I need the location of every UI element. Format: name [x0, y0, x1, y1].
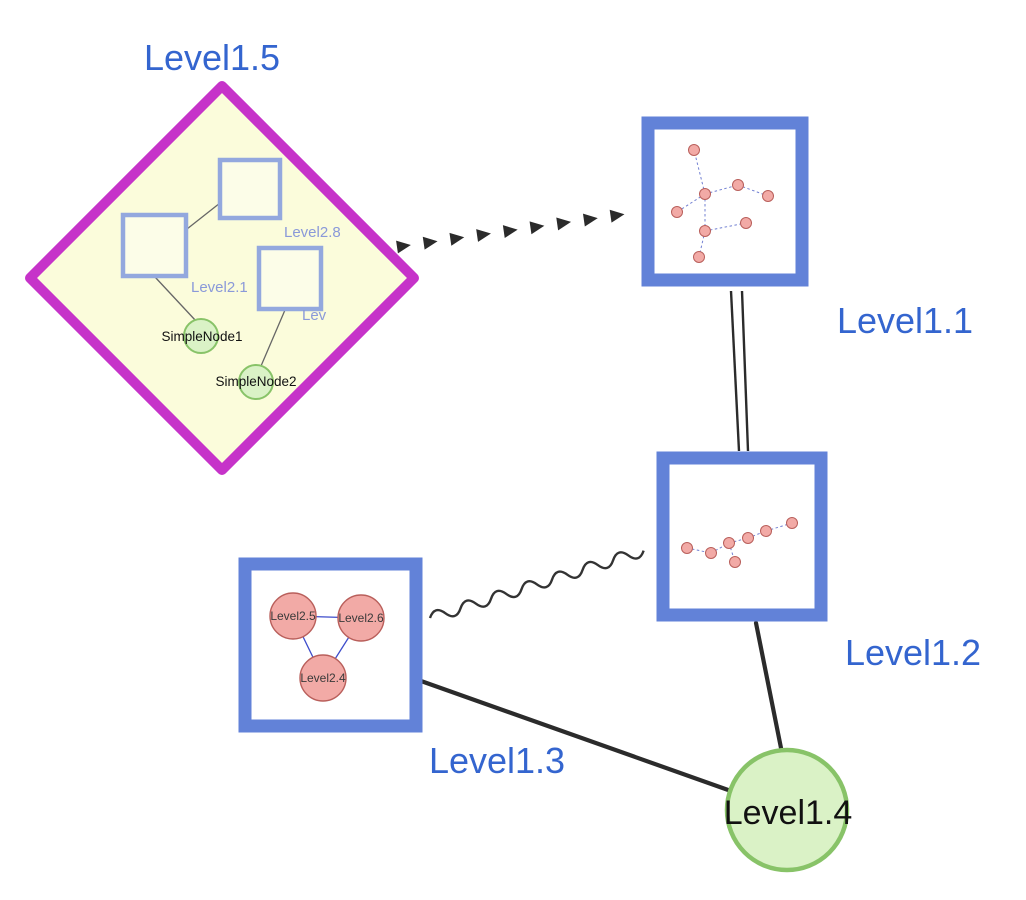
- node-level1-5: Level2.8 Level2.1 Lev SimpleNode1 Simple…: [25, 81, 419, 475]
- node-level2-6[interactable]: [337, 594, 385, 642]
- mini-node: [699, 225, 711, 237]
- inner-edge-square-left-simplenode1: [154, 276, 197, 322]
- edge-level15-level11[interactable]: [396, 207, 626, 254]
- mini-node: [699, 188, 711, 200]
- mini-node: [729, 556, 741, 568]
- inner-edge-square-left-square-top: [186, 202, 221, 230]
- node-level2-4[interactable]: [299, 654, 347, 702]
- mini-node: [693, 251, 705, 263]
- inner-edge-square-right-simplenode2: [260, 309, 286, 367]
- edge-level12-level14[interactable]: [753, 620, 785, 756]
- label-level1-3: Level1.3: [429, 740, 565, 781]
- node-level1-4[interactable]: [724, 747, 850, 873]
- node-level1-3: Level2.5 Level2.6 Level2.4: [238, 557, 423, 733]
- label-level1-2: Level1.2: [845, 632, 981, 673]
- mini-node: [705, 547, 717, 559]
- mini-node: [740, 217, 752, 229]
- level1-2-box[interactable]: [656, 451, 828, 622]
- node-level1-1: [641, 116, 809, 287]
- node-level1-2: [656, 451, 828, 622]
- level1-5-diamond-shape[interactable]: [25, 81, 419, 475]
- node-level2-right[interactable]: [256, 245, 324, 312]
- node-level2-8[interactable]: [217, 157, 283, 221]
- mini-node: [688, 144, 700, 156]
- level1-3-preview-graph: Level2.5 Level2.6 Level2.4: [269, 592, 385, 702]
- label-level2-8: Level2.8: [284, 224, 341, 241]
- level1-1-preview-graph: [671, 144, 774, 263]
- edge-level13-level14[interactable]: [418, 678, 734, 794]
- label-level2-4: Level2.4: [300, 671, 346, 685]
- mini-node: [681, 542, 693, 554]
- label-level2-6: Level2.6: [338, 611, 384, 625]
- label-level1-1: Level1.1: [837, 300, 973, 341]
- mini-node: [671, 206, 683, 218]
- node-level2-5[interactable]: [269, 592, 317, 640]
- label-simplenode2: SimpleNode2: [215, 374, 296, 389]
- mini-node: [732, 179, 744, 191]
- node-level2-1[interactable]: [120, 212, 189, 279]
- node-simplenode1[interactable]: [183, 318, 219, 354]
- mini-node: [742, 532, 754, 544]
- label-level2-5: Level2.5: [270, 609, 316, 623]
- node-simplenode2[interactable]: [238, 364, 274, 400]
- mini-node: [723, 537, 735, 549]
- level1-3-box[interactable]: [238, 557, 423, 733]
- label-level1-4: Level1.4: [724, 794, 853, 832]
- level1-2-preview-graph: [681, 517, 798, 568]
- label-level1-5: Level1.5: [144, 37, 280, 78]
- edge-level11-level12[interactable]: [729, 290, 750, 452]
- mini-node: [762, 190, 774, 202]
- label-level2-right: Lev: [302, 307, 327, 324]
- mini-node: [760, 525, 772, 537]
- label-simplenode1: SimpleNode1: [161, 329, 242, 344]
- edge-level13-level12[interactable]: [428, 545, 645, 623]
- label-level2-1: Level2.1: [191, 279, 248, 296]
- mini-node: [786, 517, 798, 529]
- level1-1-box[interactable]: [641, 116, 809, 287]
